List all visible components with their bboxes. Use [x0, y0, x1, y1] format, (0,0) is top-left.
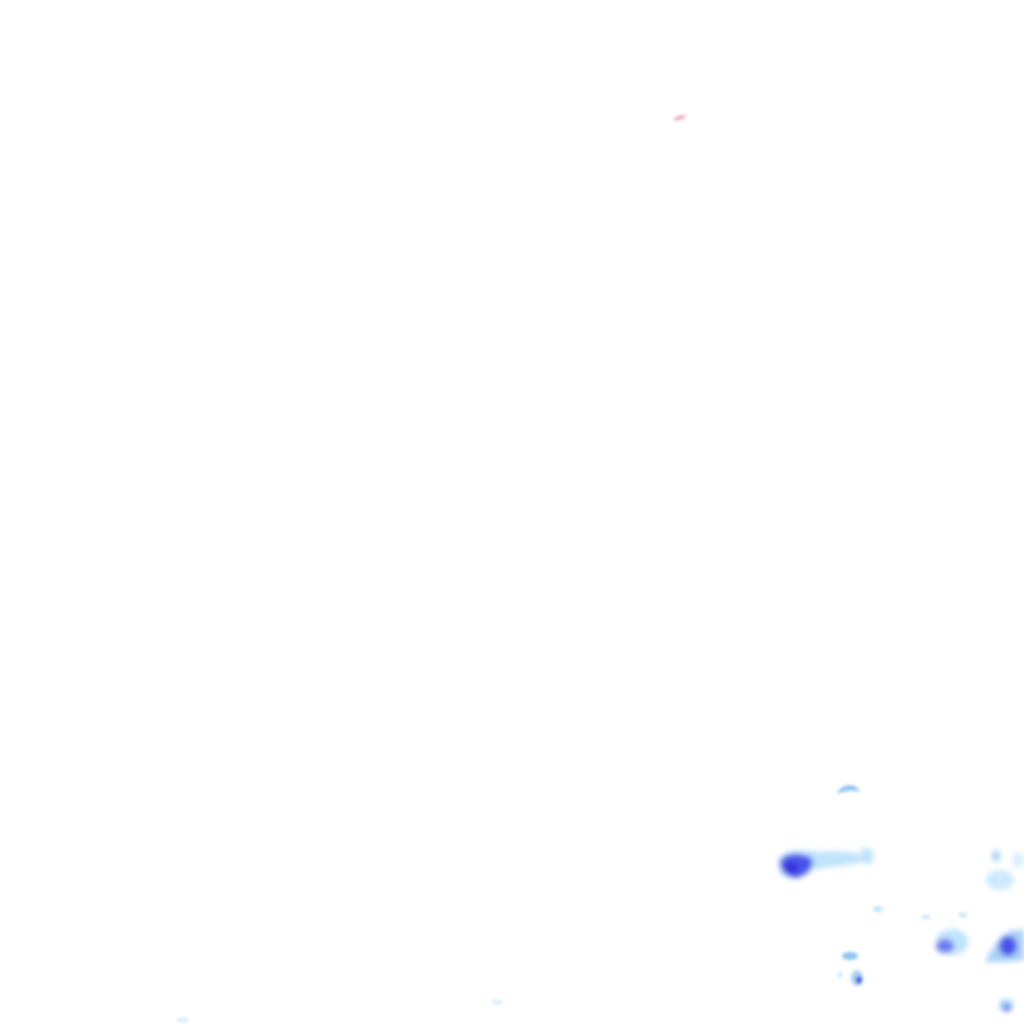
echo-east-cluster — [986, 850, 1024, 890]
echo-main-band — [778, 847, 874, 879]
echo-south-small-cells — [176, 906, 968, 1022]
echo-north-arc — [838, 785, 860, 794]
echo-southeast-cell — [985, 930, 1024, 1011]
echo-central-cell — [936, 929, 968, 955]
echo-pink-trace — [673, 115, 686, 121]
